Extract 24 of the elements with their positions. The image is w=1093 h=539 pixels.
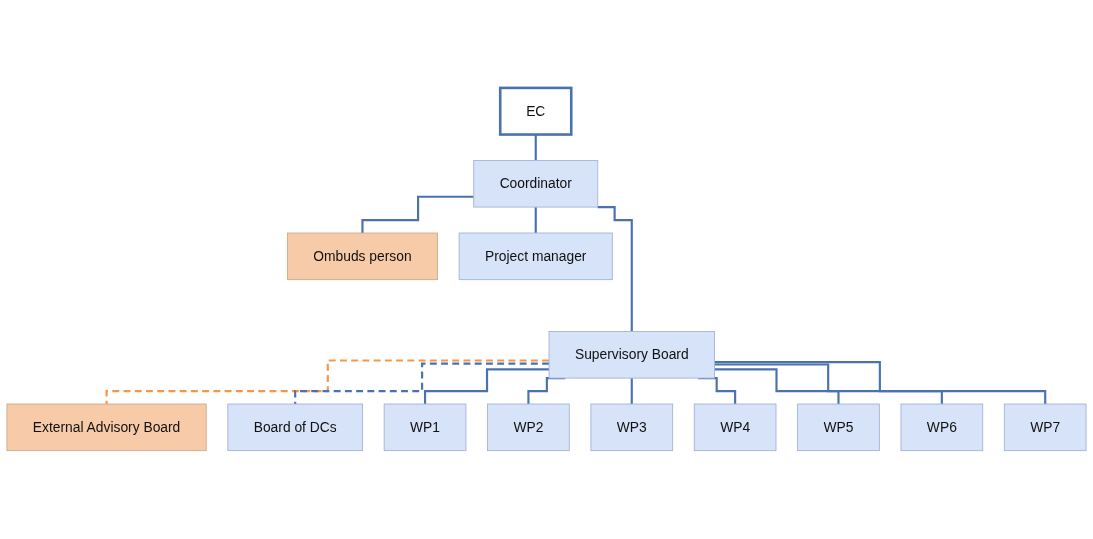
- connector: [534, 206, 537, 235]
- node-box: External Advisory Board: [6, 403, 207, 452]
- connector: [105, 359, 549, 406]
- connector: [294, 362, 549, 406]
- node-box: Project manager: [458, 232, 613, 281]
- connector: [714, 368, 840, 406]
- node-box: WP5: [797, 403, 880, 452]
- node-box: Supervisory Board: [548, 331, 715, 379]
- node-box: WP1: [383, 403, 467, 452]
- node-box: WP6: [900, 403, 984, 452]
- connector: [361, 195, 474, 235]
- node-box: WP3: [590, 403, 674, 452]
- connector: [714, 363, 943, 406]
- connector: [597, 206, 633, 333]
- node-box: EC: [498, 86, 573, 137]
- node-box: Coordinator: [473, 160, 599, 208]
- node-box: WP4: [693, 403, 777, 452]
- node-box: Ombuds person: [286, 232, 438, 281]
- node-box: WP2: [487, 403, 570, 452]
- node-box: Board of DCs: [227, 403, 363, 452]
- node-box: WP7: [1003, 403, 1087, 452]
- connector: [630, 377, 633, 406]
- connector: [714, 361, 1047, 406]
- connector: [423, 368, 549, 406]
